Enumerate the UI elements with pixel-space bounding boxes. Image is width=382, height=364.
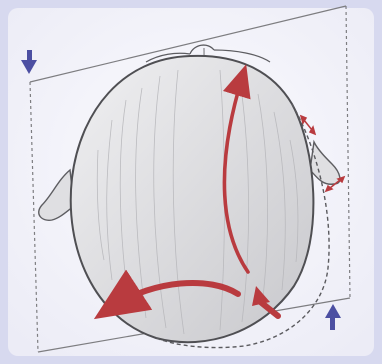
plagiocephaly-head-diagram [0,0,382,364]
diagram-panel [0,0,382,364]
diagram-frame [0,0,382,364]
